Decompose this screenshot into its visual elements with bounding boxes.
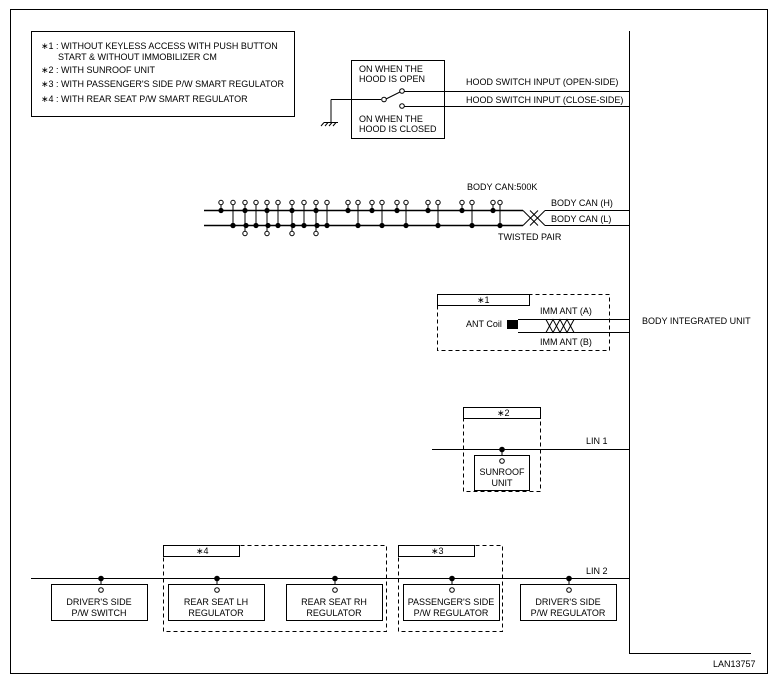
lin2-group: ∗4 ∗3 LIN 2 DRIVER'S SIDE P/W SWITCH REA… bbox=[31, 545, 629, 632]
unit-text: P/W REGULATOR bbox=[531, 608, 606, 618]
can-nodes bbox=[218, 199, 503, 237]
can-high: BODY CAN (H) bbox=[551, 198, 613, 208]
lin2-tag-3: ∗3 bbox=[431, 546, 444, 556]
unit-text: P/W REGULATOR bbox=[414, 608, 489, 618]
hood-input-close: HOOD SWITCH INPUT (CLOSE-SIDE) bbox=[466, 95, 623, 105]
can-l-terminal bbox=[324, 199, 330, 206]
ant-coil-group: ∗1 ANT Coil IMM ANT (A) IMM ANT (B) bbox=[437, 294, 629, 351]
bcm-label: BODY INTEGRATED UNIT bbox=[642, 316, 751, 326]
can-h-terminal bbox=[459, 199, 465, 206]
can-h-terminal bbox=[394, 199, 400, 206]
hood-open-text-2: HOOD IS OPEN bbox=[359, 74, 425, 84]
note-1: ∗1 : WITHOUT KEYLESS ACCESS WITH PUSH BU… bbox=[41, 41, 278, 51]
unit-text: PASSENGER'S SIDE bbox=[408, 597, 495, 607]
can-l-terminal bbox=[253, 199, 259, 206]
lin1-tag: ∗2 bbox=[497, 408, 510, 418]
imm-ant-b: IMM ANT (B) bbox=[540, 337, 592, 347]
can-l-terminal bbox=[355, 199, 361, 206]
can-l-tap bbox=[265, 222, 271, 229]
sunroof-text-1: SUNROOF bbox=[480, 467, 526, 477]
note-4: ∗4 : WITH REAR SEAT P/W SMART REGULATOR bbox=[41, 94, 248, 104]
imm-ant-a: IMM ANT (A) bbox=[540, 306, 592, 316]
can-l-terminal bbox=[469, 199, 475, 206]
lin1-label: LIN 1 bbox=[586, 436, 608, 446]
lin2-tag-4: ∗4 bbox=[196, 546, 209, 556]
can-lower-terminal bbox=[242, 230, 248, 237]
can-l-terminal bbox=[230, 199, 236, 206]
can-h-terminal bbox=[425, 199, 431, 206]
unit-text: REAR SEAT LH bbox=[184, 597, 248, 607]
ant-tag: ∗1 bbox=[477, 295, 490, 305]
lin2-unit-rear-rh: REAR SEAT RH REGULATOR bbox=[286, 575, 383, 621]
lin2-unit-driver-switch: DRIVER'S SIDE P/W SWITCH bbox=[51, 575, 148, 621]
hood-input-open: HOOD SWITCH INPUT (OPEN-SIDE) bbox=[466, 77, 618, 87]
figure-id: LAN13757 bbox=[713, 659, 756, 669]
twisted-pair: TWISTED PAIR bbox=[498, 232, 562, 242]
lin1-group: ∗2 LIN 1 SUNROOF UNIT bbox=[432, 407, 629, 492]
hood-closed-text-1: ON WHEN THE bbox=[359, 114, 423, 124]
body-integrated-unit: BODY INTEGRATED UNIT bbox=[629, 31, 751, 654]
lin2-label: LIN 2 bbox=[586, 566, 608, 576]
lin2-unit-driver-regulator: DRIVER'S SIDE P/W REGULATOR bbox=[520, 575, 617, 621]
hood-switch: ON WHEN THE HOOD IS OPEN ON WHEN THE HOO… bbox=[320, 60, 629, 139]
lin2-unit-passenger: PASSENGER'S SIDE P/W REGULATOR bbox=[403, 575, 500, 621]
can-lower-terminal bbox=[264, 230, 270, 237]
hood-open-text-1: ON WHEN THE bbox=[359, 64, 423, 74]
unit-text: REGULATOR bbox=[188, 608, 244, 618]
can-lower-terminal bbox=[313, 230, 319, 237]
can-h-terminal bbox=[289, 199, 295, 206]
body-can-bus: BODY CAN:500K BODY CAN (H) BODY CAN (L) … bbox=[204, 182, 629, 242]
ant-coil-label: ANT Coil bbox=[466, 319, 502, 329]
hood-closed-text-2: HOOD IS CLOSED bbox=[359, 124, 437, 134]
can-h-terminal bbox=[218, 199, 224, 206]
can-l-terminal bbox=[275, 199, 281, 206]
note-2: ∗2 : WITH SUNROOF UNIT bbox=[41, 65, 156, 75]
can-h-terminal bbox=[345, 199, 351, 206]
notes-legend: ∗1 : WITHOUT KEYLESS ACCESS WITH PUSH BU… bbox=[31, 31, 295, 117]
ant-coil-icon bbox=[507, 320, 518, 329]
can-low: BODY CAN (L) bbox=[551, 214, 611, 224]
can-h-terminal bbox=[242, 199, 248, 206]
can-l-tap bbox=[230, 222, 236, 229]
can-h-terminal bbox=[313, 199, 319, 206]
can-l-tap bbox=[314, 222, 320, 229]
can-l-terminal bbox=[403, 199, 409, 206]
can-lower-terminal bbox=[289, 230, 295, 237]
can-l-terminal bbox=[301, 199, 307, 206]
can-speed: BODY CAN:500K bbox=[467, 182, 537, 192]
can-l-terminal bbox=[379, 199, 385, 206]
can-h-terminal bbox=[490, 199, 496, 206]
unit-text: REGULATOR bbox=[306, 608, 362, 618]
unit-text: DRIVER'S SIDE bbox=[66, 597, 131, 607]
unit-text: REAR SEAT RH bbox=[301, 597, 367, 607]
sunroof-text-2: UNIT bbox=[492, 478, 513, 488]
note-3: ∗3 : WITH PASSENGER'S SIDE P/W SMART REG… bbox=[41, 79, 284, 89]
can-l-tap bbox=[243, 222, 249, 229]
can-l-tap bbox=[290, 222, 296, 229]
can-h-terminal bbox=[369, 199, 375, 206]
note-1-cont: START & WITHOUT IMMOBILIZER CM bbox=[58, 52, 217, 62]
diagram-frame bbox=[10, 9, 768, 674]
unit-text: DRIVER'S SIDE bbox=[535, 597, 600, 607]
can-l-terminal bbox=[497, 199, 503, 206]
lin2-unit-rear-lh: REAR SEAT LH REGULATOR bbox=[168, 575, 265, 621]
can-h-terminal bbox=[264, 199, 270, 206]
can-l-terminal bbox=[435, 199, 441, 206]
unit-text: P/W SWITCH bbox=[72, 608, 127, 618]
